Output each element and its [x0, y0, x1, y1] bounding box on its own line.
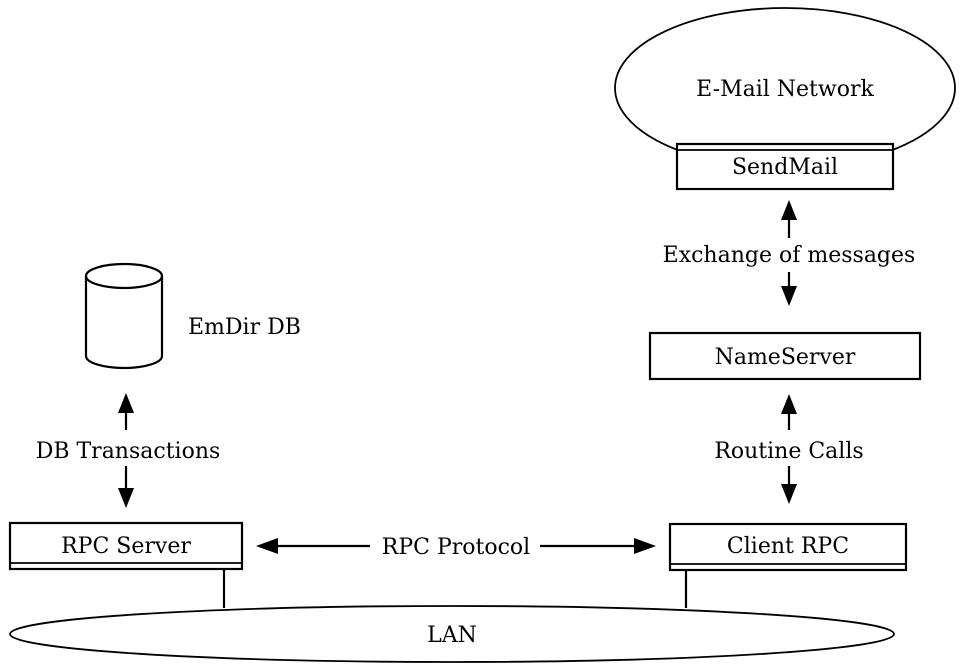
nameserver-box [648, 331, 922, 381]
rpc-protocol-arrow: RPC Protocol [256, 535, 656, 560]
db-transactions-arrow: DB Transactions [36, 393, 221, 508]
email-network-label: E-Mail Network [696, 77, 874, 102]
nameserver-node: NameServer [648, 331, 922, 381]
rpc-server-node: RPC Server [8, 521, 244, 608]
sendmail-box [675, 142, 895, 191]
arrowhead-down [781, 484, 797, 504]
emdir-db-label: EmDir DB [188, 315, 301, 340]
lan-node: LAN [9, 605, 895, 663]
sendmail-label: SendMail [732, 155, 838, 180]
arrowhead-up [118, 393, 134, 413]
db-transactions-label: DB Transactions [36, 439, 221, 464]
routine-calls-label: Routine Calls [714, 439, 863, 464]
arrowhead-left [256, 538, 278, 554]
arrowhead-down [781, 286, 797, 306]
emdir-db-node: EmDir DB [84, 262, 301, 370]
client-rpc-label: Client RPC [727, 534, 849, 559]
arrowhead-up [781, 200, 797, 220]
nameserver-label: NameServer [715, 345, 856, 370]
arrowhead-down [118, 488, 134, 508]
lan-label: LAN [427, 623, 477, 648]
arrowhead-up [781, 394, 797, 414]
sendmail-node: SendMail [675, 142, 895, 191]
rpc-server-box [8, 521, 244, 571]
routine-calls-arrow: Routine Calls [714, 394, 864, 504]
client-rpc-box [668, 522, 908, 572]
exchange-label: Exchange of messages [663, 243, 916, 268]
rpc-server-label: RPC Server [61, 534, 191, 559]
client-rpc-node: Client RPC [668, 522, 908, 608]
lan-ellipse [9, 605, 895, 663]
database-icon [84, 276, 164, 370]
exchange-arrow: Exchange of messages [663, 200, 916, 306]
arrowhead-right [634, 538, 656, 554]
rpc-protocol-label: RPC Protocol [382, 535, 530, 560]
